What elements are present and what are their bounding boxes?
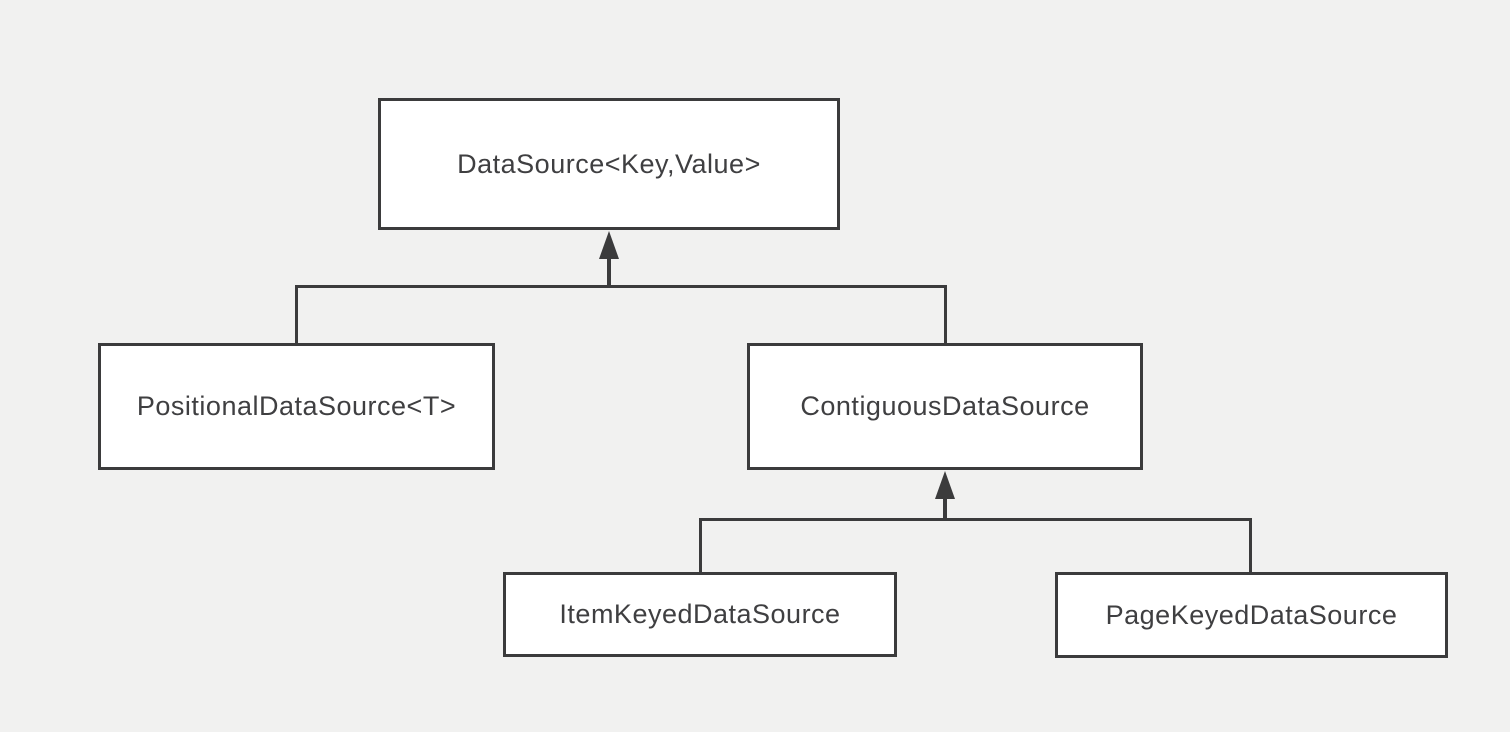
connector-positional-vertical — [295, 285, 298, 343]
connector-pagekeyed-vertical — [1249, 518, 1252, 572]
node-pagekeyed-datasource-label: PageKeyedDataSource — [1105, 599, 1398, 630]
connector-contiguous-stem — [943, 495, 947, 521]
connector-itemkeyed-vertical — [699, 518, 702, 572]
connector-datasource-stem — [607, 255, 611, 288]
arrow-up-icon — [935, 471, 955, 499]
connector-datasource-horizontal — [295, 285, 947, 288]
arrow-up-icon — [599, 231, 619, 259]
node-itemkeyed-datasource-label: ItemKeyedDataSource — [559, 599, 841, 629]
node-pagekeyed-datasource: PageKeyedDataSource — [1055, 572, 1448, 658]
connector-contiguous-vertical — [944, 285, 947, 343]
node-itemkeyed-datasource: ItemKeyedDataSource — [503, 572, 897, 657]
node-positional-datasource: PositionalDataSource<T> — [98, 343, 495, 470]
node-datasource-label: DataSource<Key,Value> — [457, 148, 761, 179]
connector-contiguous-horizontal — [699, 518, 1252, 521]
node-contiguous-datasource-label: ContiguousDataSource — [800, 391, 1090, 421]
node-datasource: DataSource<Key,Value> — [378, 98, 840, 230]
node-positional-datasource-label: PositionalDataSource<T> — [136, 391, 457, 421]
node-contiguous-datasource: ContiguousDataSource — [747, 343, 1143, 470]
